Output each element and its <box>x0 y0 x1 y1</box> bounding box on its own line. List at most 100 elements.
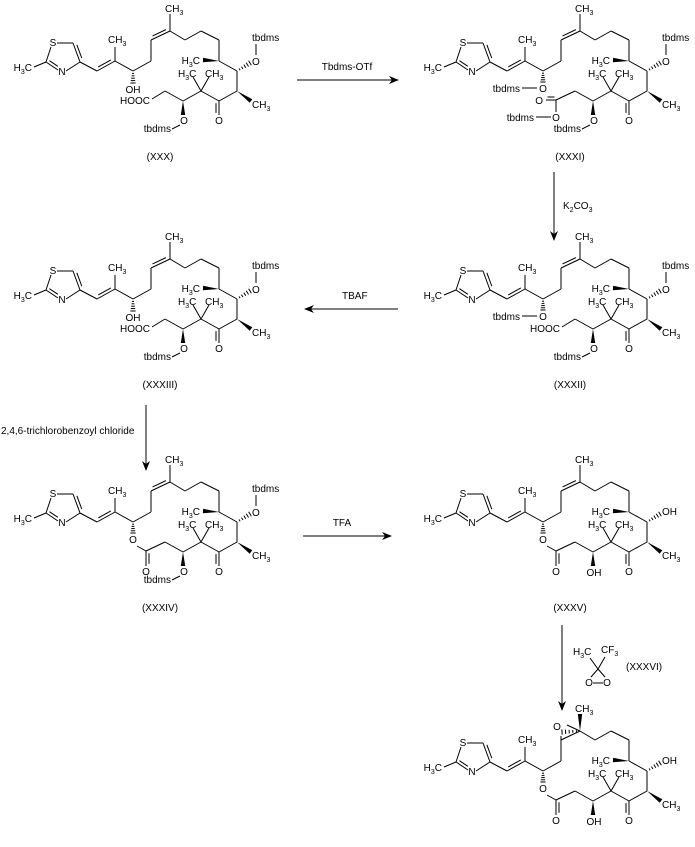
compound-caption: (XXXI) <box>555 152 584 163</box>
reagent-label-4: 2,4,6-trichlorobenzoyl chloride <box>1 426 135 437</box>
compound-caption: (XXXV) <box>553 603 586 614</box>
vinyl-methyl-label: CH3 <box>518 35 536 48</box>
bond <box>132 60 152 72</box>
compound-caption: (XXXII) <box>554 380 586 391</box>
hash-mark <box>245 513 249 518</box>
bond <box>182 541 202 553</box>
hash-mark <box>648 68 651 71</box>
bond <box>610 776 620 792</box>
bond <box>200 527 210 543</box>
thiazole-double-bond <box>49 511 59 518</box>
c7-tbdms-label: tbdms <box>252 484 279 495</box>
nitrogen-atom: N <box>468 767 475 778</box>
bond <box>542 760 562 772</box>
thiazole-double-bond <box>459 760 469 767</box>
c7-hashed-bond <box>238 60 252 71</box>
trisubstituted-double-bond <box>152 480 167 488</box>
dioxirane-cf3-label: CF3 <box>601 645 618 658</box>
hash-mark <box>245 290 249 295</box>
c8-methyl-label: H3C <box>182 507 200 520</box>
hash-mark <box>243 292 247 296</box>
thiazole-methyl-label: H3C <box>14 63 32 76</box>
bond <box>192 76 202 92</box>
thiazole-double-bond <box>72 270 81 291</box>
c12-methyl-label: CH3 <box>575 232 593 245</box>
bond <box>192 304 202 320</box>
c6-wedge-bond <box>647 542 663 554</box>
bond <box>132 288 152 300</box>
bond <box>182 90 202 102</box>
bond <box>628 288 648 300</box>
hash-mark <box>655 762 659 767</box>
gem-methyl-label: CH3 <box>205 297 223 310</box>
hash-mark <box>655 62 659 67</box>
gem-methyl-label: H3C <box>178 297 196 310</box>
c8-methyl-label: H3C <box>592 284 610 297</box>
c15-tbdms-label: tbdms <box>493 84 520 95</box>
sulfur-atom: S <box>50 38 57 49</box>
trisubstituted-double-bond <box>152 257 167 265</box>
bond <box>560 730 581 741</box>
bond <box>594 258 612 269</box>
bond <box>192 527 202 543</box>
dioxirane-methyl-label: H3C <box>573 647 591 660</box>
c7-tbdms-label: tbdms <box>252 33 279 44</box>
bond <box>443 512 457 519</box>
vinyl-double-bond <box>506 511 526 523</box>
c8-methyl-label: H3C <box>592 507 610 520</box>
c6-wedge-bond <box>647 319 663 331</box>
trisubstituted-double-bond <box>562 480 577 488</box>
c15-tbdms-label: tbdms <box>493 312 520 323</box>
reagent-label-1: Tbdms-OTf <box>322 62 373 73</box>
thiazole-bond <box>65 512 81 523</box>
vinyl-double-bond <box>508 759 522 768</box>
bond <box>574 790 594 802</box>
hash-mark <box>245 62 249 67</box>
c6-methyl-label: CH3 <box>252 328 270 341</box>
bond <box>524 511 544 523</box>
bond <box>114 60 134 72</box>
c15-hashed-bond <box>130 72 136 84</box>
ketone-oxygen-label: O <box>215 567 223 578</box>
bond <box>579 258 596 269</box>
hash-mark <box>238 519 241 522</box>
c15-hashed-bond <box>130 523 136 534</box>
ketone-oxygen-label: O <box>215 344 223 355</box>
hash-mark <box>241 294 244 298</box>
hash-mark <box>655 290 659 295</box>
thiazole-double-bond <box>486 272 493 287</box>
thiazole-double-bond <box>72 493 81 514</box>
c6-methyl-label: CH3 <box>662 328 680 341</box>
bond <box>218 511 238 523</box>
bond <box>79 512 98 523</box>
bond <box>579 30 596 41</box>
c3-wedge-bond <box>590 552 596 566</box>
bond <box>443 761 457 768</box>
c15-hydroxyl-label: OH <box>126 85 141 96</box>
bond <box>546 545 557 552</box>
gem-methyl-label: H3C <box>588 520 606 533</box>
bond <box>489 512 508 523</box>
thiazole-double-bond <box>486 44 493 59</box>
c3-wedge-bond <box>590 801 596 815</box>
trisubstituted-double-bond <box>150 481 171 492</box>
sulfur-atom: S <box>460 489 467 500</box>
sulfur-atom: S <box>50 489 57 500</box>
c3-oxygen-label: O <box>180 344 188 355</box>
trisubstituted-double-bond <box>560 258 581 269</box>
bond <box>589 657 599 670</box>
dioxirane-oxygen-label: O <box>585 678 593 689</box>
ketone-oxygen-label: O <box>625 116 633 127</box>
hash-mark <box>243 515 247 519</box>
bond <box>590 668 599 678</box>
ketone-oxygen-label: O <box>625 567 633 578</box>
hash-mark <box>651 766 654 770</box>
ketone-oxygen-label: O <box>625 816 633 827</box>
bond <box>555 90 576 101</box>
bond <box>200 541 220 553</box>
thiazole-methyl-label: H3C <box>424 63 442 76</box>
bond <box>184 481 202 492</box>
